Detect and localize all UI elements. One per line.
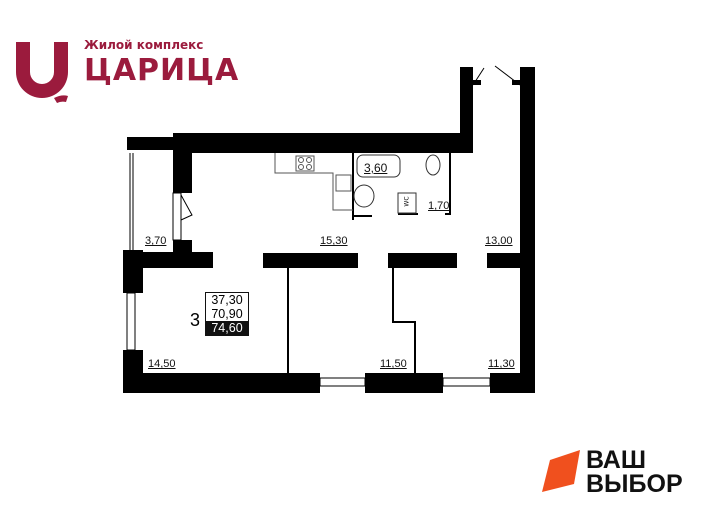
label-room-left: 14,50: [148, 358, 176, 370]
walls: [123, 67, 535, 393]
label-balcony: 3,70: [145, 235, 167, 247]
brand-line2: ВЫБОР: [586, 470, 683, 498]
rooms-count: 3: [190, 310, 201, 330]
logo-mark: [16, 42, 68, 103]
total-area-with-balcony: 74,60: [206, 321, 248, 335]
label-room-right: 11,30: [488, 358, 515, 370]
label-toilet: 1,70: [428, 200, 450, 212]
logo-subtitle: Жилой комплекс: [84, 38, 204, 52]
label-room-middle: 11,50: [380, 358, 407, 370]
bath-fixtures: [353, 154, 441, 214]
label-bathroom: 3,60: [364, 161, 388, 175]
wc-marker: WC: [403, 196, 411, 207]
label-hall: 13,00: [485, 235, 513, 247]
kitchen-fixtures: [274, 153, 353, 211]
brand-logo-mark: [542, 450, 580, 492]
logo-name: ЦАРИЦА: [84, 53, 240, 88]
brand-line1: ВАШ: [586, 446, 646, 474]
thin-walls: [126, 65, 521, 387]
total-area: 70,90: [211, 307, 243, 321]
area-box: 37,30 70,90 74,60: [205, 292, 249, 336]
living-area: 37,30: [211, 293, 243, 307]
brand-logo: ВАШ ВЫБОР: [586, 446, 683, 498]
label-kitchen-living: 15,30: [320, 235, 348, 247]
